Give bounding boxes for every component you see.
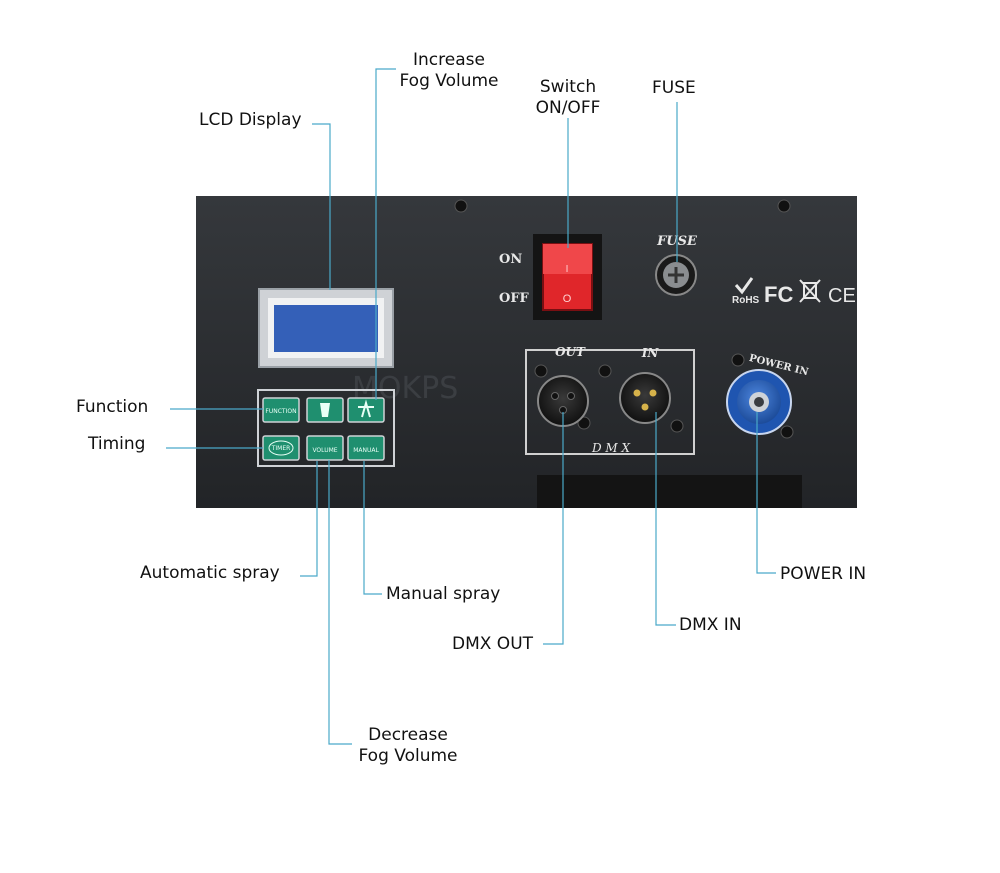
lcd-display	[258, 288, 394, 368]
callout-switch-on-off: Switch ON/OFF	[535, 77, 601, 118]
fog-spray-key[interactable]	[347, 397, 385, 423]
switch-on-mark: I	[566, 264, 569, 275]
fc-label: FC	[764, 282, 793, 307]
keypad: FUNCTION TIMER VOLUME MANUAL	[257, 389, 395, 467]
leader-automatic-spray	[300, 461, 318, 577]
weee-bin-icon	[799, 279, 821, 303]
dmx-in-connector[interactable]	[619, 372, 671, 424]
in-label: IN	[641, 346, 660, 360]
panel-screws	[454, 199, 794, 439]
callout-increase-fog-volume: Increase Fog Volume	[399, 50, 499, 91]
lcd-screen	[274, 305, 378, 352]
off-label: OFF	[499, 291, 530, 306]
out-label: OUT	[555, 345, 586, 359]
svg-text:FUNCTION: FUNCTION	[265, 408, 296, 415]
leader-dmx-in	[655, 412, 676, 626]
callout-power-in: POWER IN	[780, 564, 867, 584]
rohs-label: RoHS	[732, 295, 760, 306]
dmx-frame: OUT IN D M X	[525, 345, 695, 455]
power-in-connector[interactable]	[726, 369, 792, 435]
callout-timing: Timing	[88, 434, 146, 454]
nozzle-up-icon	[320, 403, 330, 417]
svg-text:VOLUME: VOLUME	[312, 447, 337, 454]
leader-lines	[166, 68, 776, 745]
certification-marks: RoHS FC CE	[732, 277, 856, 307]
svg-text:TIMER: TIMER	[271, 445, 291, 452]
fuse-slot-icon	[668, 267, 684, 283]
leader-power-in	[756, 412, 776, 574]
on-label: ON	[499, 252, 522, 267]
callout-decrease-fog-volume: Decrease Fog Volume	[358, 725, 458, 766]
function-key[interactable]: FUNCTION	[262, 397, 300, 423]
leader-decrease-fog	[328, 460, 352, 745]
device-panel: MOKPS FUNCTION TI	[196, 196, 857, 508]
ce-label: CE	[828, 285, 856, 307]
callout-lcd-display: LCD Display	[199, 110, 302, 130]
callout-function: Function	[76, 397, 149, 417]
fuse-holder[interactable]	[655, 254, 697, 296]
leader-dmx-out	[543, 412, 564, 645]
callout-manual-spray: Manual spray	[386, 584, 501, 604]
callout-dmx-in: DMX IN	[679, 615, 742, 635]
leader-manual-spray	[363, 461, 382, 595]
vent-slot	[537, 475, 802, 508]
callout-automatic-spray: Automatic spray	[140, 563, 280, 583]
callout-fuse: FUSE	[652, 78, 696, 98]
timer-key[interactable]: TIMER	[262, 435, 300, 461]
power-switch[interactable]: I O	[533, 234, 602, 320]
manual-key[interactable]: MANUAL	[347, 435, 385, 461]
dmx-label: D M X	[591, 441, 631, 455]
dmx-out-connector[interactable]	[537, 375, 589, 427]
svg-text:MANUAL: MANUAL	[353, 447, 379, 454]
rohs-check-icon	[734, 277, 754, 295]
volume-key[interactable]: VOLUME	[306, 435, 344, 461]
switch-off-mark: O	[563, 293, 572, 305]
leader-increase-fog	[375, 68, 396, 400]
increase-fog-key[interactable]	[306, 397, 344, 423]
spray-icon	[358, 399, 374, 418]
leader-lcd	[312, 123, 331, 290]
callout-dmx-out: DMX OUT	[452, 634, 534, 654]
